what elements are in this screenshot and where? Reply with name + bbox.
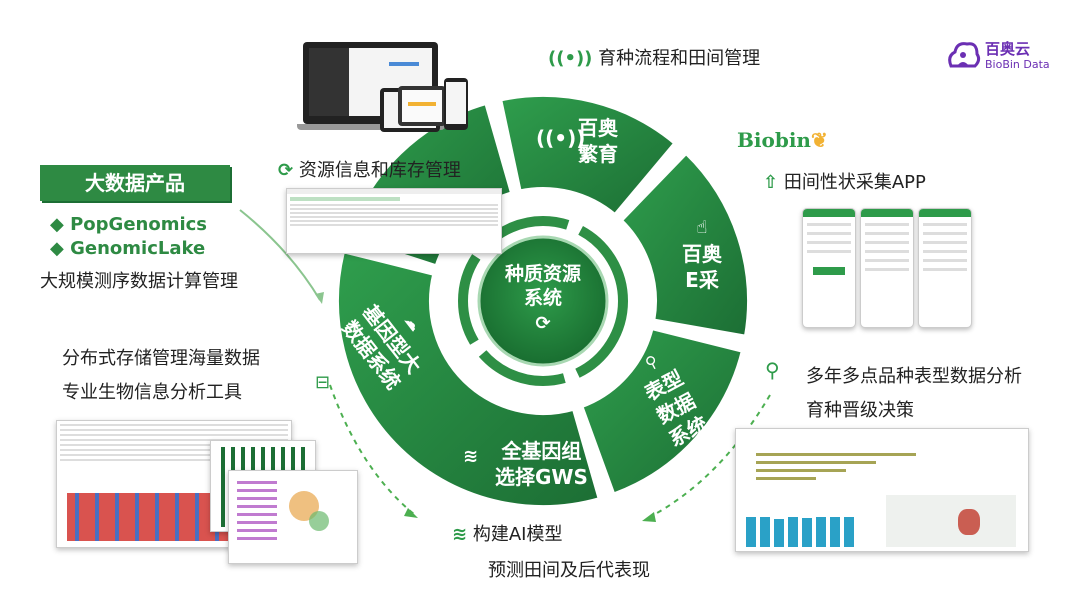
arrowhead-left — [404, 508, 418, 518]
inbox-icon: ⊟ — [315, 372, 331, 393]
feature-storage-2: 专业生物信息分析工具 — [62, 382, 242, 403]
feature-ai-model-text-1: 构建AI模型 — [472, 524, 563, 545]
biobin-logo: Biobin❦ — [737, 128, 828, 152]
cloud-logo-icon — [948, 42, 981, 68]
refresh-icon: ⟳ — [535, 313, 551, 334]
touch-icon: ☝ — [696, 217, 708, 238]
feature-field-app-text: 田间性状采集APP — [783, 172, 926, 193]
signal-icon: ((•)) — [536, 126, 586, 150]
segment-gws[interactable]: ≋ 全基因组 选择GWS — [463, 438, 588, 490]
feature-resource-info: ⟳ 资源信息和库存管理 — [278, 156, 461, 182]
center-title-line2: 系统 — [523, 287, 562, 309]
center-title: 种质资源 系统 ⟳ — [490, 262, 596, 336]
brand-name-cn: 百奥云 — [985, 40, 1031, 58]
dashed-arrow-right — [647, 394, 771, 519]
seg-phenotype — [617, 149, 751, 340]
feature-ai-model-text-2: 预测田间及后代表现 — [488, 560, 650, 581]
layers-icon: ≋ — [463, 446, 479, 467]
resource-table-screenshot — [286, 188, 502, 254]
segment-breeding-line2: 繁育 — [578, 142, 618, 166]
segment-breeding[interactable]: ((•)) 百奥 繁育 — [536, 115, 618, 167]
dashed-arrow-left — [329, 384, 416, 516]
brand-logo: 百奥云 BioBin Data — [945, 38, 1060, 78]
center-title-line1: 种质资源 — [504, 263, 581, 285]
feature-ai-model: ≋ 构建AI模型 — [452, 520, 562, 546]
signal-icon: ((•)) — [548, 48, 593, 69]
segment-ecai-line1: 百奥 — [682, 242, 722, 266]
segment-ecai[interactable]: ☝ 百奥 E采 — [682, 215, 722, 293]
arrow-bigdata — [239, 209, 321, 301]
search-icon: ⚲ — [765, 358, 780, 382]
biobin-logo-text: Biobin — [737, 128, 811, 152]
bigdata-item-popgenomics: ◆ PopGenomics — [50, 214, 208, 235]
seg-gws — [578, 325, 746, 498]
phone-mockup — [444, 78, 468, 130]
seg-genotype — [335, 248, 603, 509]
arrowhead-right — [642, 512, 656, 522]
feature-breeding-flow-text: 育种流程和田间管理 — [598, 48, 761, 69]
feature-field-app: ⇧ 田间性状采集APP — [763, 168, 926, 194]
phone-screen-1 — [802, 208, 856, 328]
feature-resource-info-text: 资源信息和库存管理 — [298, 160, 461, 181]
bigdata-item-genomiclake: ◆ GenomicLake — [50, 238, 206, 259]
phone-screen-2 — [860, 208, 914, 328]
map-thumbnail — [886, 495, 1016, 547]
pheno-dashboard-screenshot — [735, 428, 1029, 552]
layers-icon: ≋ — [452, 524, 468, 545]
feature-pheno-analysis-1: 多年多点品种表型数据分析 — [806, 366, 1022, 387]
feature-pheno-analysis-2: 育种晋级决策 — [806, 400, 914, 421]
tablet2-mockup — [398, 86, 446, 126]
brand-name-en: BioBin Data — [985, 58, 1050, 71]
segment-gws-line1: 全基因组 — [501, 439, 582, 463]
segment-breeding-line1: 百奥 — [578, 116, 618, 140]
bigdata-desc: 大规模测序数据计算管理 — [40, 271, 238, 292]
feature-storage-1: 分布式存储管理海量数据 — [62, 348, 260, 369]
bar-chart-thumbnail — [746, 499, 876, 547]
segment-gws-line2: 选择GWS — [495, 465, 588, 489]
inner-ring — [458, 216, 628, 386]
center-circle — [477, 235, 609, 367]
upload-icon: ⇧ — [763, 172, 779, 193]
scatter-screenshot — [228, 470, 358, 564]
laptop-base — [297, 124, 445, 130]
feature-breeding-flow: ((•)) 育种流程和田间管理 — [548, 44, 760, 70]
arrowhead-bigdata — [315, 292, 324, 304]
wheat-icon: ❦ — [810, 128, 828, 152]
seg-ecai — [497, 93, 679, 219]
segment-ecai-line2: E采 — [685, 268, 719, 292]
bigdata-title: 大数据产品 — [40, 165, 230, 201]
sync-icon: ⟳ — [278, 160, 294, 181]
phone-screen-3 — [918, 208, 972, 328]
